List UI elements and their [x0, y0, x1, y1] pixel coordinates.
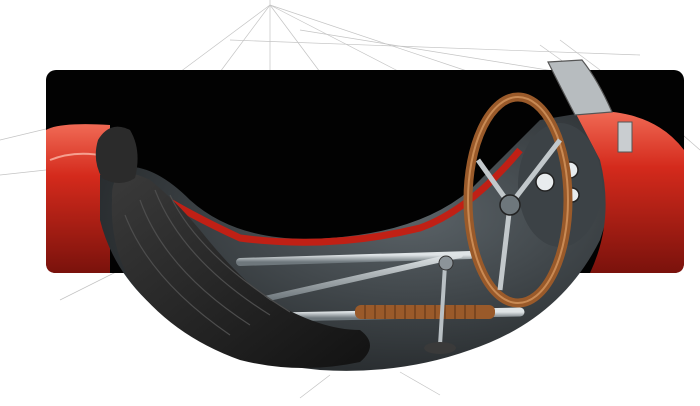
windscreen-icon [547, 59, 633, 153]
gear-lever-icon [424, 255, 456, 354]
headrest [95, 126, 138, 183]
left-body-panel [46, 124, 110, 273]
steering-wheel-icon [463, 92, 573, 308]
right-body-panel [575, 111, 684, 273]
seat-icon [95, 126, 371, 369]
